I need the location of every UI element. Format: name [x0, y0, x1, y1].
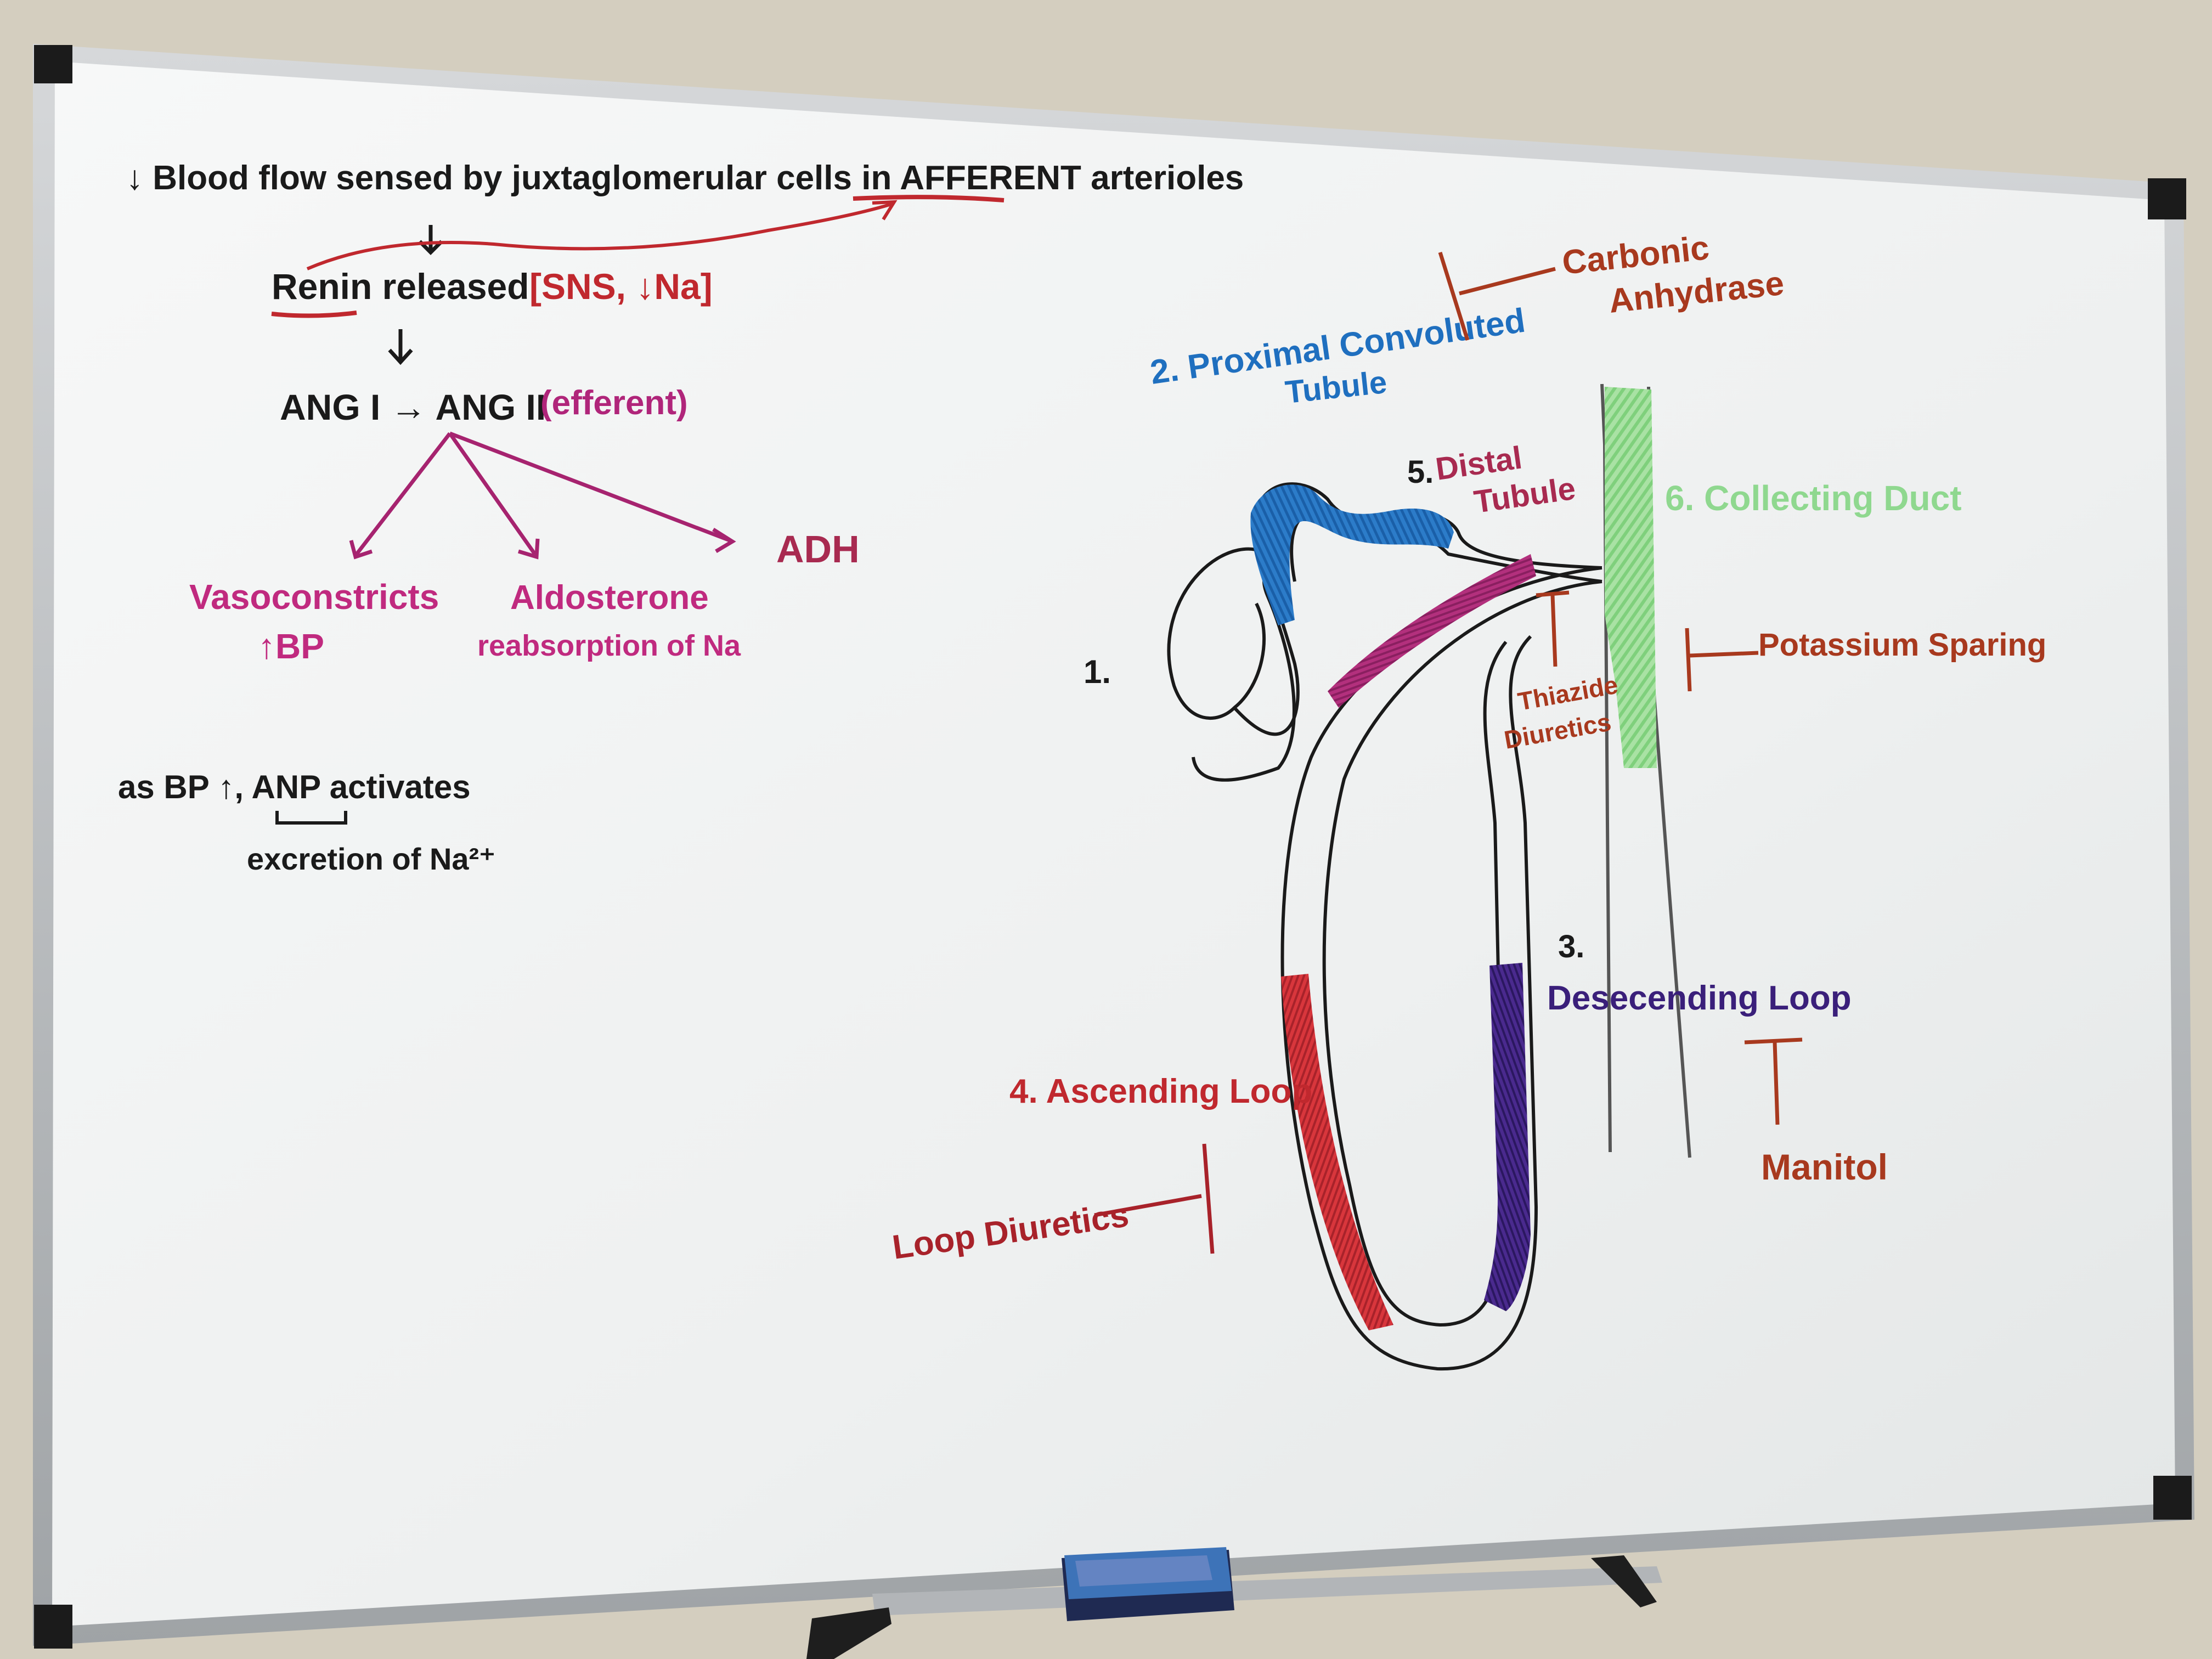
renin-underline [271, 311, 357, 318]
mannitol-inhibitor-mark [1744, 1037, 1803, 1125]
notes-left: ↓ Blood flow sensed by juxtaglomerular c… [118, 159, 1244, 876]
label-potassium-sparing: Potassium Sparing [1758, 627, 2046, 663]
branch-adh: ADH [776, 528, 860, 571]
afferent-underline [853, 195, 1005, 202]
branch-vasoconstricts: Vasoconstricts [189, 577, 439, 617]
collecting-duct-left-wall [1600, 383, 1612, 1153]
branch-arrowhead-aldo [517, 538, 540, 560]
branch-arrow-aldo [448, 432, 537, 556]
curved-arrow-renin [306, 202, 892, 270]
frame-corner-br [2153, 1476, 2192, 1520]
branch-arrow-adh [449, 431, 731, 543]
branch-arrowhead-vaso [349, 540, 373, 560]
arrow-down-2 [388, 329, 413, 365]
label-descending-loop: Desecending Loop [1547, 979, 1852, 1017]
curved-arrow-head [872, 200, 898, 221]
tray-bracket-left [806, 1607, 891, 1659]
branch-vasoconstricts-bp: ↑BP [258, 627, 324, 666]
anp-bracket [275, 811, 347, 825]
dct-shading [1328, 554, 1536, 708]
anp-excretion: excretion of Na²⁺ [247, 842, 495, 876]
renin-released: Renin released [272, 266, 529, 307]
branch-aldosterone-sub: reabsorption of Na [477, 629, 741, 662]
frame-corner-tl [34, 45, 72, 83]
label-descending-number: 3. [1558, 929, 1584, 964]
collecting-duct-shading [1605, 387, 1657, 768]
tubule-outer-upper [1167, 482, 1602, 736]
anp-line: as BP ↑, ANP activates [118, 769, 471, 805]
label-mannitol: Manitol [1761, 1147, 1888, 1187]
branch-arrowhead-adh [712, 528, 736, 554]
branch-arrow-vaso [355, 432, 452, 556]
label-glomerulus-number: 1. [1084, 653, 1111, 690]
label-collecting-duct: 6. Collecting Duct [1665, 478, 1962, 518]
pct-shading [1250, 484, 1454, 625]
frame-corner-bl [34, 1605, 72, 1649]
ang-efferent: (efferent) [540, 384, 688, 422]
frame-corner-tr [2148, 178, 2186, 219]
renin-bracket: [SNS, ↓Na] [529, 266, 713, 307]
label-ascending-loop: 4. Ascending Loop [1009, 1073, 1312, 1110]
arrow-down-1 [418, 225, 443, 255]
thiazide-inhibitor-mark [1536, 590, 1570, 667]
tray-bracket-right [1591, 1555, 1657, 1607]
ang-conversion: ANG I → ANG II [280, 387, 546, 427]
label-dct-number: 5. [1407, 454, 1434, 490]
loop-inner [1322, 580, 1602, 1327]
ascending-loop-shading [1281, 974, 1393, 1330]
descending-loop-shading [1484, 963, 1531, 1311]
line-juxtaglomerular: ↓ Blood flow sensed by juxtaglomerular c… [126, 159, 1244, 197]
loop-diuretic-inhibitor-mark [1094, 1143, 1215, 1254]
k-sparing-inhibitor-mark [1685, 628, 1759, 692]
carbonic-inhibitor-mark [1438, 251, 1556, 341]
branch-aldosterone: Aldosterone [510, 579, 709, 617]
eraser[interactable] [1062, 1547, 1234, 1621]
